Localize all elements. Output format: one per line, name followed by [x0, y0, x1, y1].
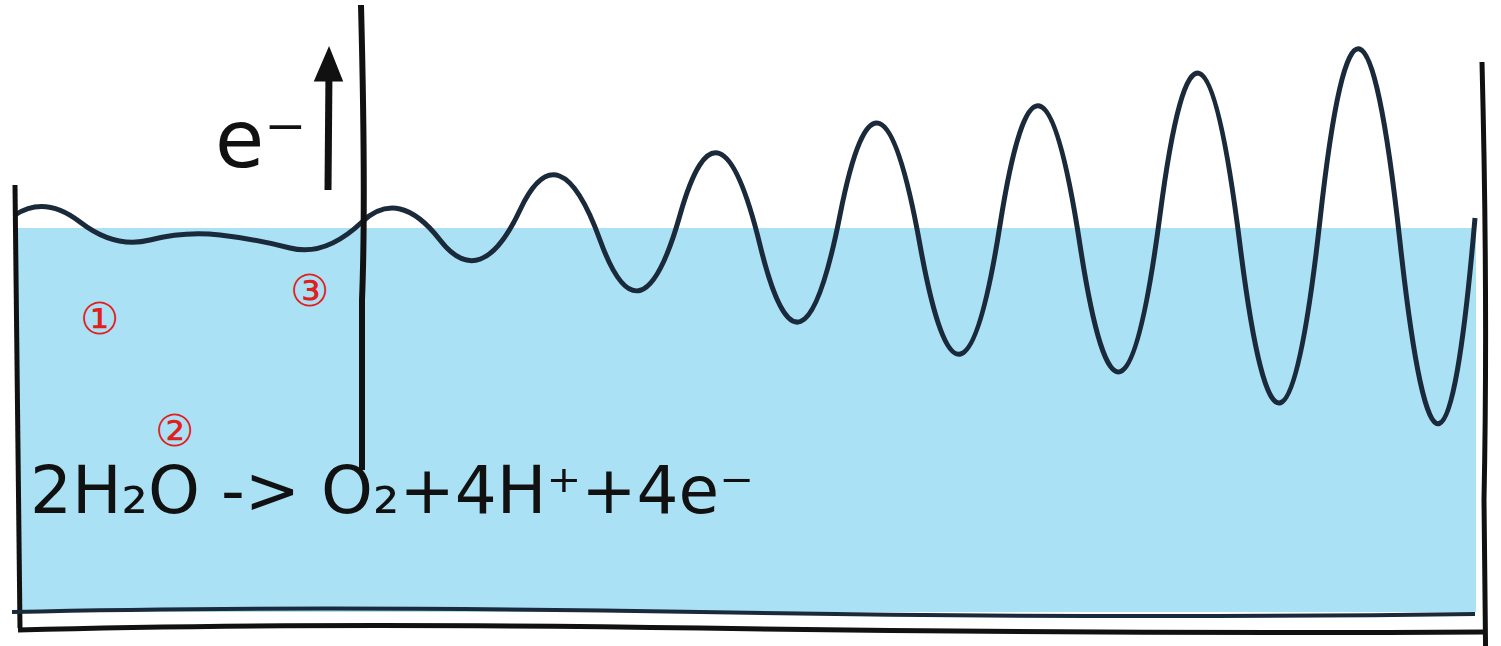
electrode [361, 5, 364, 470]
arrow-head [316, 50, 341, 80]
water-surface [15, 49, 1475, 424]
callout-number: ① [80, 298, 119, 342]
electron-arrow [328, 70, 329, 190]
callout-number: ③ [290, 270, 329, 314]
tank-wall [1482, 62, 1486, 646]
electron-label: e⁻ [215, 100, 306, 180]
tank-wall [15, 185, 20, 628]
water-bottom [12, 609, 1475, 617]
callout-number: ② [155, 410, 194, 454]
water [18, 228, 1476, 612]
tank-bottom [18, 625, 1485, 632]
reaction-equation: 2H₂O -> O₂+4H⁺+4e⁻ [30, 458, 754, 524]
